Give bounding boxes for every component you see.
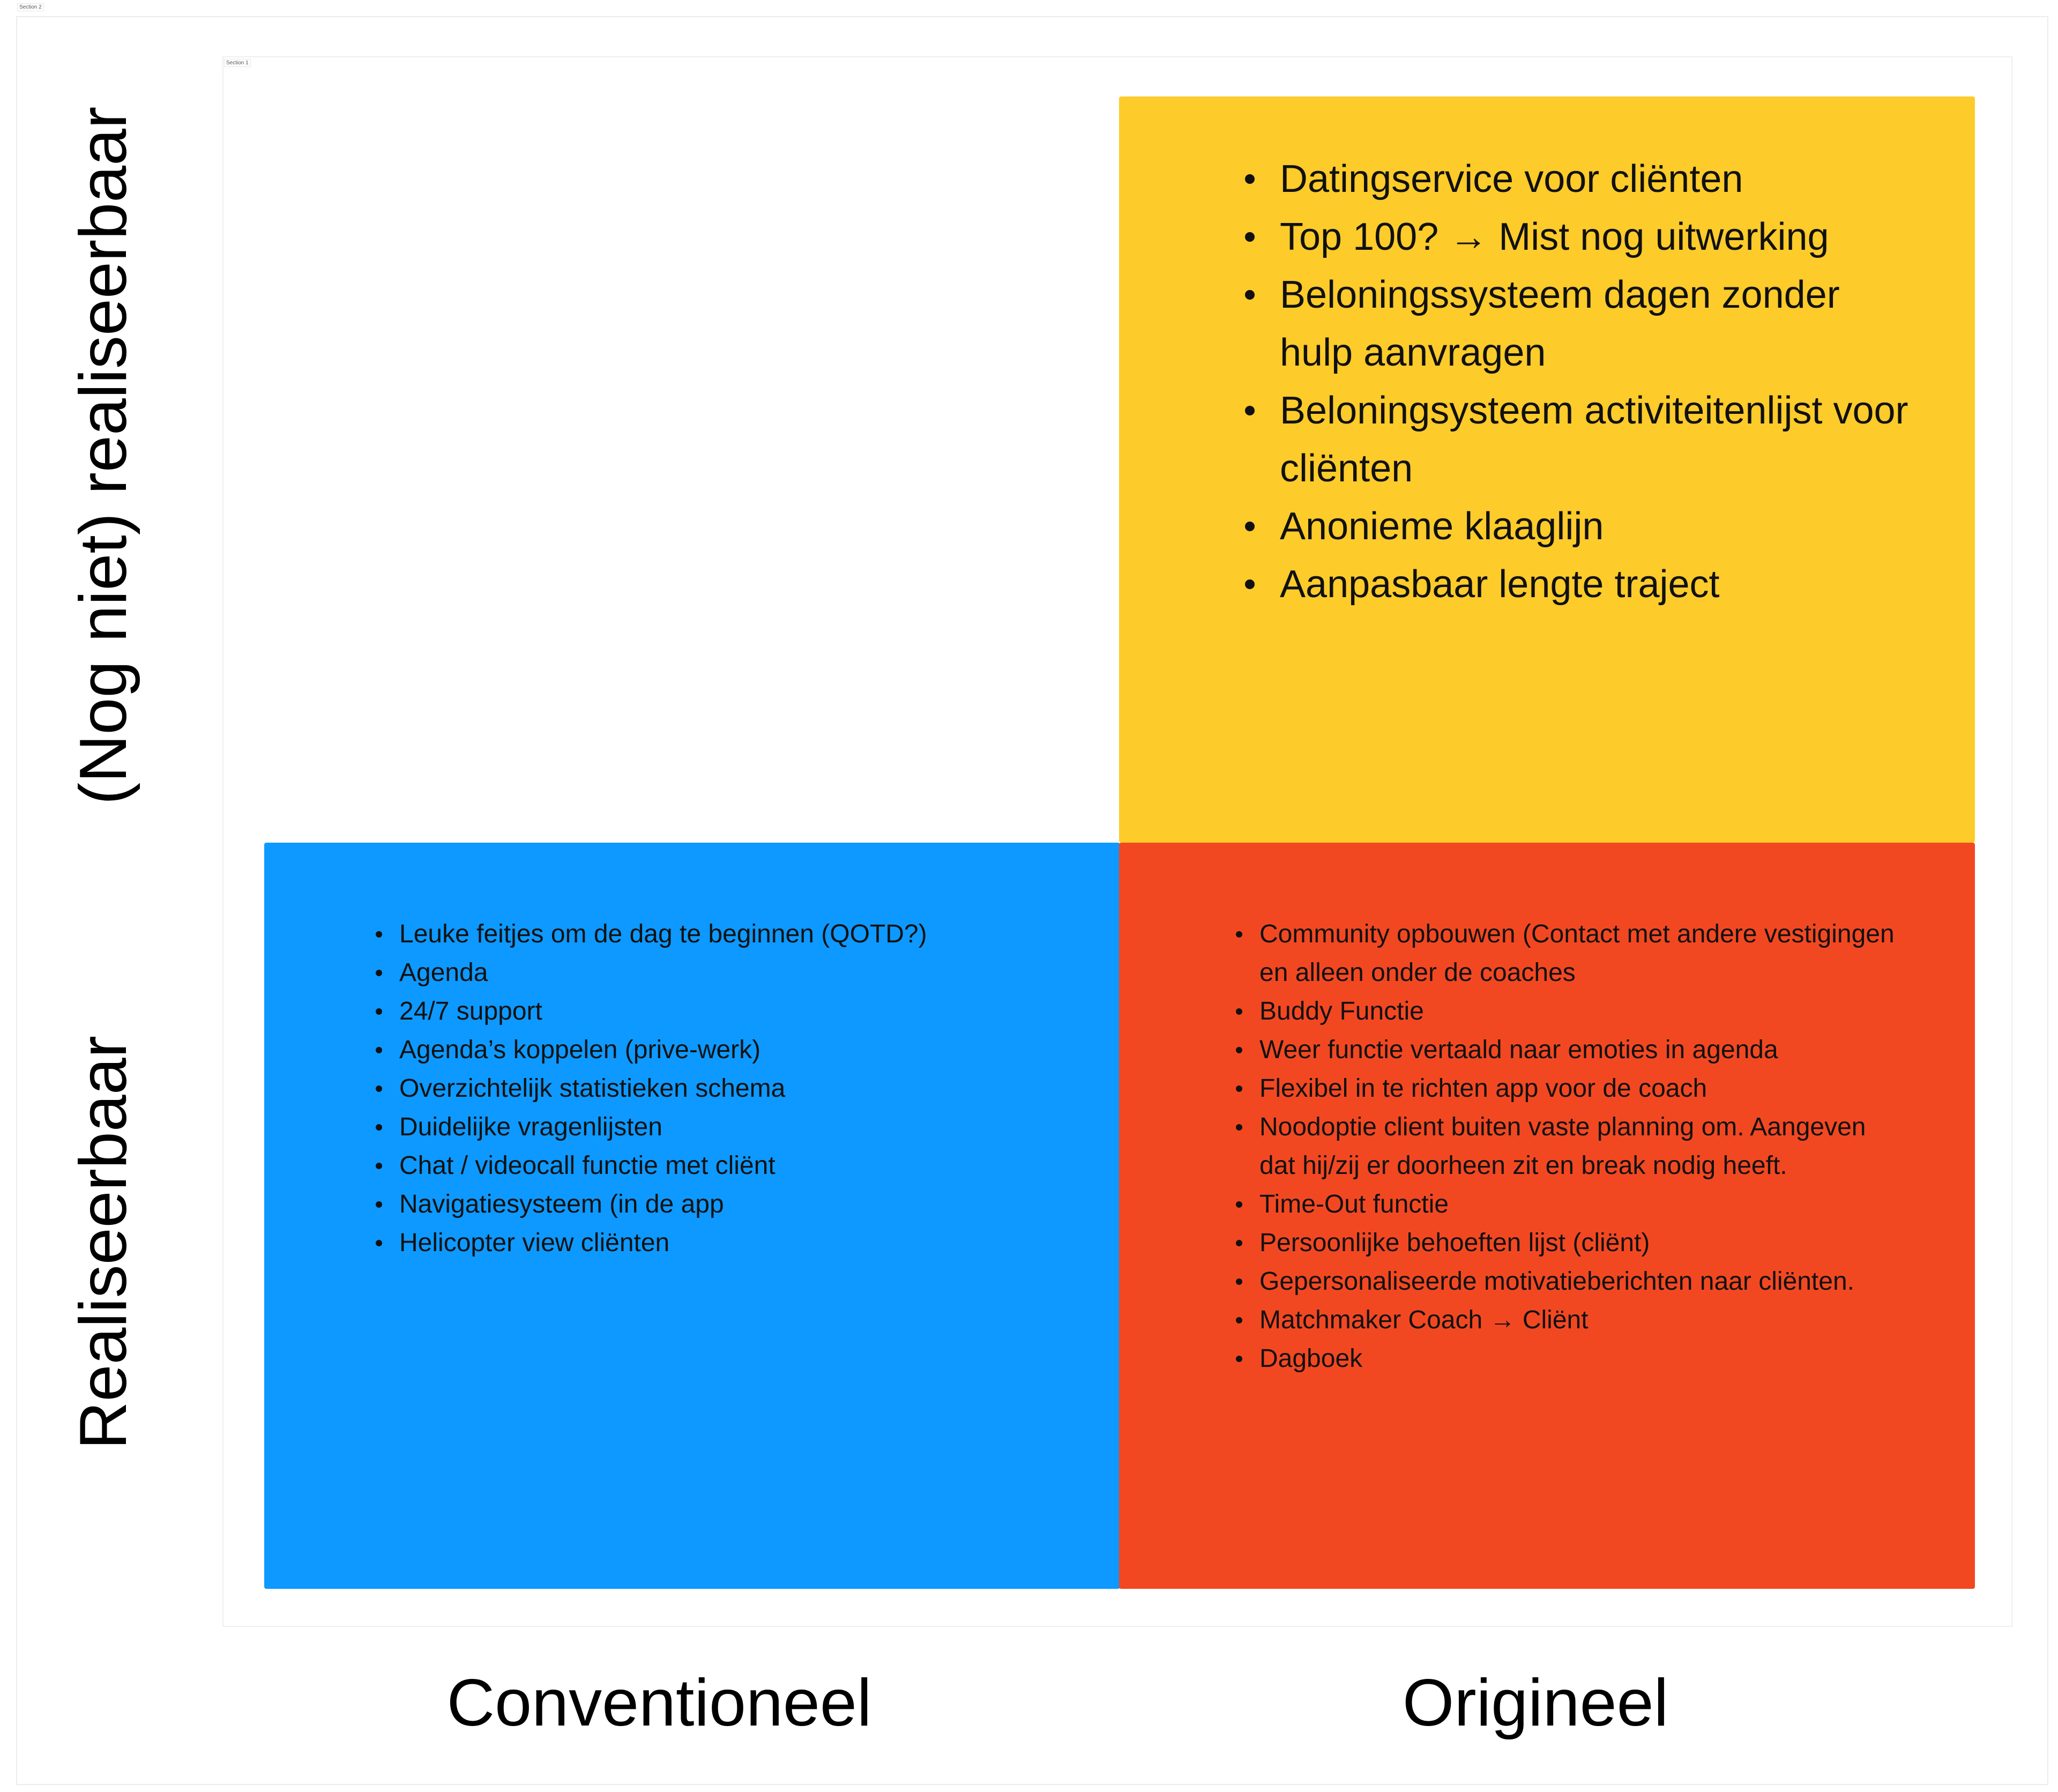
list-item: Aanpasbaar lengte traject xyxy=(1245,555,1912,613)
quadrant-original-feasible[interactable]: Community opbouwen (Contact met andere v… xyxy=(1119,843,1975,1589)
list-item: Anonieme klaaglijn xyxy=(1245,497,1912,555)
list-item: Agenda xyxy=(376,954,1069,992)
quadrant-conventional-feasible[interactable]: Leuke feitjes om de dag te beginnen (QOT… xyxy=(264,843,1120,1589)
list-item: Agenda’s koppelen (prive-werk) xyxy=(376,1031,1069,1069)
list-item: Time-Out functie xyxy=(1236,1185,1903,1224)
list-item: Navigatiesysteem (in de app xyxy=(376,1185,1069,1224)
quadrant-original-not-yet-feasible[interactable]: Datingservice voor cliënten Top 100? → M… xyxy=(1119,96,1975,843)
idea-list: Community opbouwen (Contact met andere v… xyxy=(1236,915,1903,1378)
list-item: Community opbouwen (Contact met andere v… xyxy=(1236,915,1903,992)
list-item: Matchmaker Coach → Cliënt xyxy=(1236,1301,1903,1340)
list-item: Helicopter view cliënten xyxy=(376,1224,1069,1262)
idea-list: Datingservice voor cliënten Top 100? → M… xyxy=(1245,150,1912,613)
list-item: Leuke feitjes om de dag te beginnen (QOT… xyxy=(376,915,1069,954)
section-1-label[interactable]: Section 1 xyxy=(224,59,251,67)
list-item: Gepersonaliseerde motivatieberichten naa… xyxy=(1236,1262,1903,1301)
idea-list: Leuke feitjes om de dag te beginnen (QOT… xyxy=(376,915,1069,1262)
list-item: Buddy Functie xyxy=(1236,992,1903,1031)
list-item: Flexibel in te richten app voor de coach xyxy=(1236,1069,1903,1108)
list-item: Weer functie vertaald naar emoties in ag… xyxy=(1236,1031,1903,1069)
list-item: Overzichtelijk statistieken schema xyxy=(376,1069,1069,1108)
list-item: Beloningssysteem dagen zonder hulp aanvr… xyxy=(1245,266,1912,382)
section-2-label[interactable]: Section 2 xyxy=(17,3,44,11)
list-item: Beloningsysteem activiteitenlijst voor c… xyxy=(1245,382,1912,497)
list-item: Dagboek xyxy=(1236,1340,1903,1378)
list-item: Duidelijke vragenlijsten xyxy=(376,1108,1069,1147)
list-item: Datingservice voor cliënten xyxy=(1245,150,1912,208)
y-axis-label-bottom: Realiseerbaar xyxy=(66,1036,140,1449)
x-axis-label-left: Conventioneel xyxy=(446,1666,872,1740)
list-item: Top 100? → Mist nog uitwerking xyxy=(1245,208,1912,266)
y-axis-label-top: (Nog niet) realiseerbaar xyxy=(66,106,140,805)
list-item: Chat / videocall functie met cliënt xyxy=(376,1147,1069,1185)
list-item: 24/7 support xyxy=(376,992,1069,1031)
list-item: Noodoptie client buiten vaste planning o… xyxy=(1236,1108,1903,1185)
list-item: Persoonlijke behoeften lijst (cliënt) xyxy=(1236,1224,1903,1262)
x-axis-label-right: Origineel xyxy=(1402,1666,1669,1740)
